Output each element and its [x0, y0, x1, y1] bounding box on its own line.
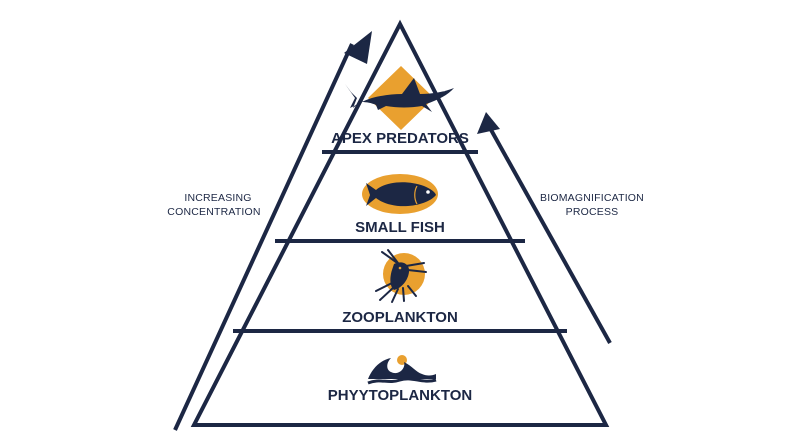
wave-icon	[367, 355, 437, 385]
tier-label-zooplankton: ZOOPLANKTON	[342, 309, 458, 326]
fish-icon	[362, 174, 438, 214]
left-arrow-label-line1: INCREASING	[184, 192, 251, 204]
left-arrow-label-line2: CONCENTRATION	[167, 206, 260, 218]
shark-icon	[345, 66, 454, 130]
tier-label-phytoplankton: PHYYTOPLANKTON	[328, 387, 472, 404]
tier-label-small-fish: SMALL FISH	[355, 219, 445, 236]
pyramid	[190, 19, 610, 427]
right-arrow-label-line2: PROCESS	[566, 206, 619, 218]
left-arrow	[173, 31, 372, 431]
shrimp-icon	[375, 249, 427, 303]
right-arrow	[477, 112, 612, 344]
tier-label-apex-predators: APEX PREDATORS	[331, 130, 469, 147]
right-arrow-label-line1: BIOMAGNIFICATION	[540, 192, 644, 204]
